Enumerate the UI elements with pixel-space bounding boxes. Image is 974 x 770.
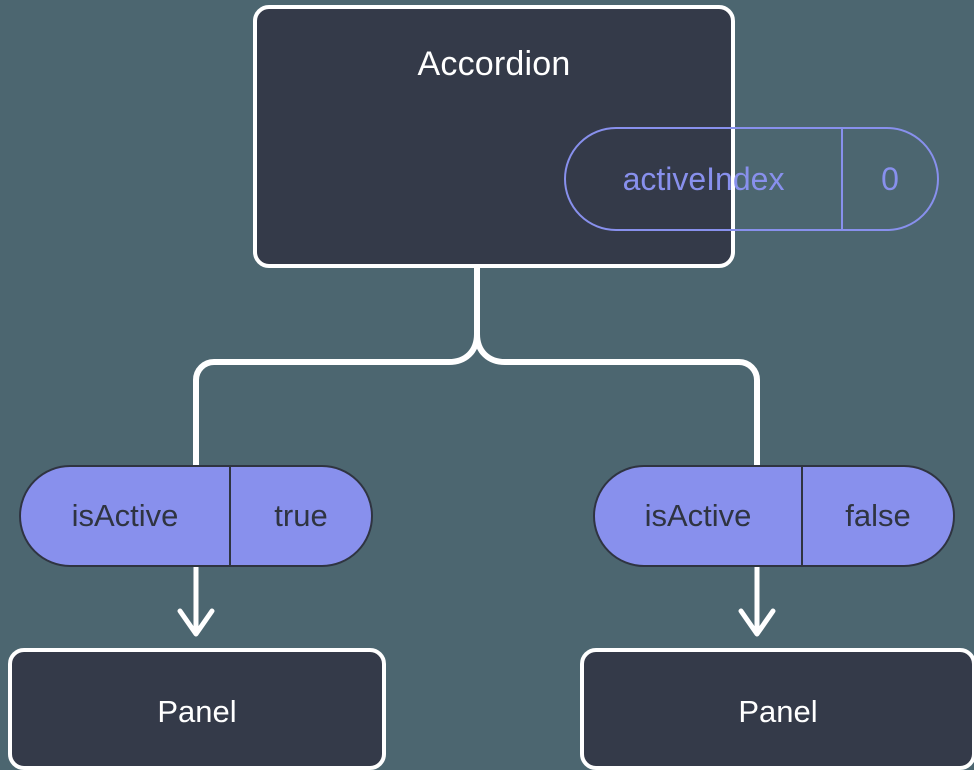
panel-component-node-left[interactable]: Panel <box>8 648 386 770</box>
wire-root-to-left-child <box>193 265 480 468</box>
prop-pill-isactive-false[interactable]: isActive false <box>593 465 955 567</box>
accordion-title: Accordion <box>417 45 571 83</box>
state-pill-value: 0 <box>881 160 899 197</box>
prop-pill-left-value: true <box>274 498 328 533</box>
prop-pill-right-value: false <box>845 498 911 533</box>
state-pill-activeindex[interactable]: activeIndex 0 <box>564 127 939 231</box>
accordion-component-node[interactable]: Accordion activeIndex 0 <box>253 5 939 268</box>
panel-left-title: Panel <box>157 694 237 729</box>
state-pill-key: activeIndex <box>566 129 843 229</box>
panel-component-node-right[interactable]: Panel <box>580 648 974 770</box>
panel-right-title: Panel <box>738 694 818 729</box>
arrow-head-left-icon <box>177 608 215 637</box>
prop-pill-left-key: isActive <box>21 467 231 565</box>
prop-pill-isactive-true[interactable]: isActive true <box>19 465 373 567</box>
prop-pill-right-key: isActive <box>595 467 803 565</box>
wire-root-to-right-child <box>474 265 760 468</box>
arrow-head-right-icon <box>738 608 776 637</box>
